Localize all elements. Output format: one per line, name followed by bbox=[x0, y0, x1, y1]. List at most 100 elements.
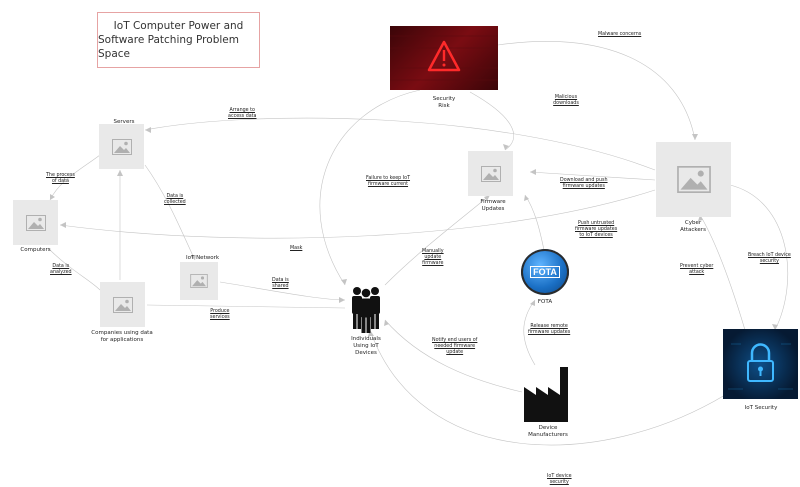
edge-prevent-cyber bbox=[699, 214, 746, 331]
edge-label-access-data-line-2: access data bbox=[228, 114, 257, 119]
edge-iot-device-security bbox=[369, 329, 726, 446]
companies-label-line-2: for applications bbox=[100, 337, 144, 343]
companies-image-placeholder bbox=[100, 282, 145, 327]
image-icon bbox=[676, 166, 711, 193]
diagram-title-line-1: IoT Computer Power and bbox=[113, 20, 244, 32]
security-risk-image bbox=[390, 26, 498, 90]
edge-label-download-push: Download and push firmware updates bbox=[560, 178, 608, 190]
image-icon bbox=[112, 296, 133, 313]
cyber-attackers-label-line-1: Cyber bbox=[684, 220, 702, 226]
edge-label-notify-end-users-line-3: update bbox=[446, 350, 464, 355]
edge-label-malware-concerns: Malware concerns bbox=[598, 32, 642, 37]
edge-label-process-data-line-1: The process bbox=[46, 173, 75, 178]
individuals-label-line-3: Devices bbox=[355, 350, 377, 356]
people-group-icon bbox=[352, 287, 380, 333]
computers-label: Computers bbox=[20, 247, 51, 253]
edge-data-collected bbox=[144, 164, 196, 261]
edge-label-data-analyzed: Data is analyzed bbox=[50, 264, 72, 276]
padlock-icon bbox=[728, 343, 793, 390]
companies-label-line-1: Companies using data bbox=[91, 330, 153, 336]
edge-label-data-shared: Data is shared bbox=[272, 278, 289, 290]
edge-label-data-analyzed-line-1: Data is bbox=[52, 264, 70, 269]
edge-data-analyzed bbox=[47, 247, 101, 291]
edge-label-prevent-cyber-line-1: Prevent cyber bbox=[680, 264, 714, 269]
edge-process-data bbox=[49, 154, 101, 201]
edge-label-manually-update-line-1: Manually bbox=[422, 249, 444, 254]
edge-label-failure-keep-firmware-line-2: firmware current bbox=[367, 182, 409, 187]
edge-data-shared bbox=[219, 281, 346, 301]
edge-label-data-shared-line-1: Data is bbox=[272, 278, 289, 283]
edge-label-notify-end-users-line-1: Notify end users of bbox=[432, 338, 478, 343]
firmware-updates-label-line-2: Updates bbox=[481, 206, 505, 212]
edge-label-data-shared-line-2: shared bbox=[272, 284, 289, 289]
edge-download-push bbox=[529, 171, 656, 181]
edge-label-prevent-cyber: Prevent cyber attack bbox=[680, 264, 713, 276]
firmware-updates-label-line-1: Firmware bbox=[480, 199, 506, 205]
edge-label-iot-device-security-line-2: security bbox=[549, 480, 569, 485]
edge-label-data-analyzed-line-2: analyzed bbox=[50, 270, 72, 275]
cyber-attackers-label: Cyber Attackers bbox=[668, 220, 718, 234]
edge-label-notify-end-users: Notify end users of needed firmware upda… bbox=[432, 338, 477, 356]
individuals-label: Individuals Using IoT Devices bbox=[340, 336, 392, 357]
edge-malware-concerns bbox=[497, 40, 696, 141]
edge-label-malicious-downloads-text: Malicious downloads bbox=[553, 95, 579, 106]
device-manufacturers-label-line-1: Device bbox=[538, 425, 558, 431]
servers-label: Servers bbox=[113, 119, 135, 125]
servers-image-placeholder bbox=[99, 124, 144, 169]
edge-label-push-updates: Push untrusted firmware updates to IoT d… bbox=[575, 221, 617, 239]
device-manufacturers-label-line-2: Manufacturers bbox=[528, 432, 568, 438]
edge-label-iot-device-security: IoT device security bbox=[547, 474, 572, 486]
edge-label-data-collected-line-2: collected bbox=[164, 200, 186, 205]
edge-label-push-updates-line-3: to IoT devices bbox=[579, 233, 613, 238]
factory-icon bbox=[524, 367, 568, 422]
edge-label-access-data: Arrange to access data bbox=[228, 108, 257, 120]
computers-image-placeholder bbox=[13, 200, 58, 245]
fota-badge-text: FOTA bbox=[530, 266, 560, 278]
edge-release-remote bbox=[523, 299, 536, 366]
edge-label-push-updates-line-1: Push untrusted bbox=[577, 221, 615, 226]
edge-risk-individuals bbox=[319, 89, 421, 286]
edge-label-manually-update-line-2: update bbox=[424, 255, 442, 260]
edge-label-iot-device-security-line-1: IoT device bbox=[547, 474, 572, 479]
fota-label: FOTA bbox=[537, 299, 553, 305]
fota-badge: FOTA bbox=[521, 249, 569, 295]
image-icon bbox=[111, 138, 132, 155]
edge-label-push-updates-line-2: firmware updates bbox=[575, 227, 618, 232]
edge-notify-end-users bbox=[384, 319, 523, 393]
edge-label-breach-iot: Breach IoT device security bbox=[748, 253, 791, 265]
edge-push-updates bbox=[524, 194, 546, 256]
edge-label-data-collected: Data is collected bbox=[164, 194, 186, 206]
security-risk-label-line-2: Risk bbox=[438, 103, 450, 109]
firmware-updates-image-placeholder bbox=[468, 151, 513, 196]
iot-network-label: IoT Network bbox=[185, 255, 220, 261]
edge-label-failure-keep-firmware: Failure to keep IoT firmware current bbox=[366, 176, 410, 188]
edge-label-manually-update-line-3: firmware bbox=[422, 261, 444, 266]
edge-label-prevent-cyber-line-2: attack bbox=[689, 270, 705, 275]
individuals-label-line-2: Using IoT bbox=[353, 343, 379, 349]
security-risk-label-line-1: Security bbox=[432, 96, 456, 102]
edge-breach-iot bbox=[729, 184, 789, 331]
image-icon bbox=[480, 165, 501, 182]
iot-security-label: IoT Security bbox=[744, 405, 778, 411]
cyber-attackers-image-placeholder bbox=[656, 142, 731, 217]
edge-label-process-data-line-2: of data bbox=[51, 179, 69, 184]
edge-label-process-data: The process of data bbox=[46, 173, 75, 185]
edge-label-download-push-line-2: firmware updates bbox=[562, 184, 605, 189]
edge-label-produce-services: Produce services bbox=[210, 309, 230, 321]
cyber-attackers-label-line-2: Attackers bbox=[680, 227, 706, 233]
companies-label: Companies using data for applications bbox=[82, 330, 162, 344]
edge-label-produce-services-line-2: services bbox=[210, 315, 230, 320]
warning-icon bbox=[390, 35, 498, 81]
edge-label-manually-update: Manually update firmware bbox=[422, 249, 444, 267]
individuals-label-line-1: Individuals bbox=[351, 336, 381, 342]
iot-security-image bbox=[723, 329, 798, 399]
edge-label-release-remote-line-1: Release remote bbox=[530, 324, 568, 329]
edge-mask bbox=[59, 189, 656, 239]
security-risk-label: Security Risk bbox=[420, 96, 468, 110]
edge-label-data-collected-line-1: Data is bbox=[166, 194, 184, 199]
device-manufacturers-label: Device Manufacturers bbox=[518, 425, 578, 439]
edge-label-download-push-line-1: Download and push bbox=[560, 178, 608, 183]
image-icon bbox=[25, 214, 46, 231]
edge-label-release-remote: Release remote firmware updates bbox=[528, 324, 570, 336]
